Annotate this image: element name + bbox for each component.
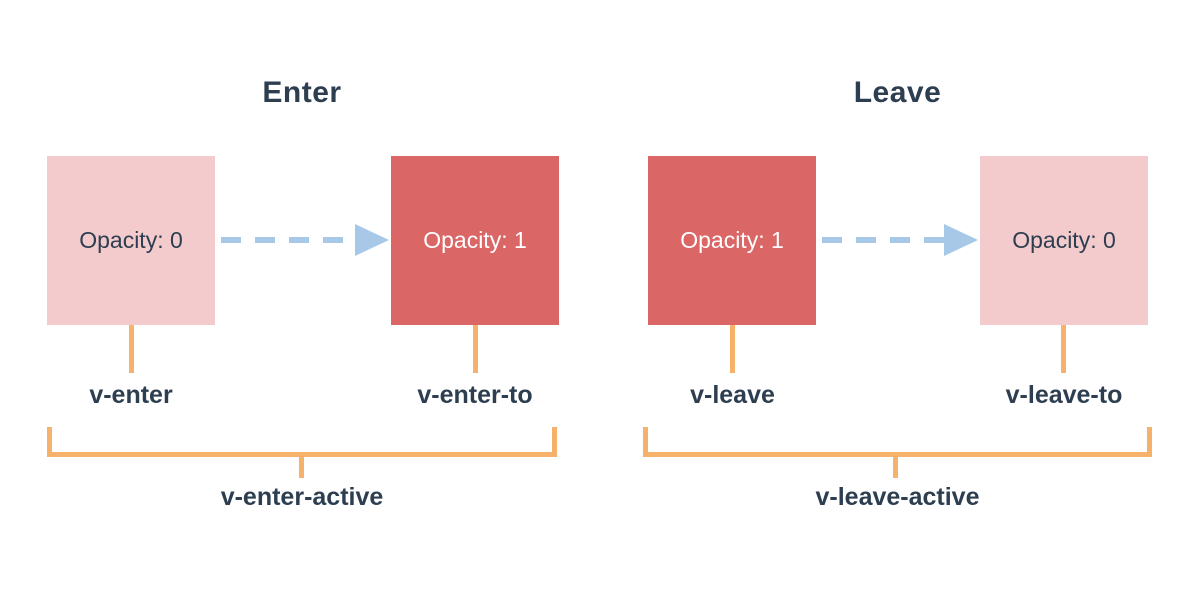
- enter-bracket-left-tick: [47, 427, 52, 457]
- enter-bracket-right-tick: [552, 427, 557, 457]
- enter-panel-title: Enter: [262, 76, 342, 109]
- enter-start-box: Opacity: 0: [47, 156, 215, 325]
- enter-start-box-label: Opacity: 0: [79, 227, 183, 253]
- enter-from-class-label: v-enter: [89, 381, 173, 409]
- leave-end-stem-line: [1061, 325, 1066, 373]
- enter-active-class-label: v-enter-active: [220, 483, 384, 511]
- leave-start-stem-line: [730, 325, 735, 373]
- leave-start-box-label: Opacity: 1: [680, 227, 784, 253]
- enter-end-stem-line: [473, 325, 478, 373]
- leave-start-box: Opacity: 1: [648, 156, 816, 325]
- leave-bracket-left-tick: [643, 427, 648, 457]
- enter-to-class-label: v-enter-to: [417, 381, 533, 409]
- enter-transition-arrow-icon: [221, 224, 389, 256]
- leave-end-box-label: Opacity: 0: [1012, 227, 1116, 253]
- leave-active-class-label: v-leave-active: [815, 483, 980, 511]
- enter-end-box-label: Opacity: 1: [423, 227, 527, 253]
- enter-start-stem-line: [129, 325, 134, 373]
- leave-from-class-label: v-leave: [690, 381, 775, 409]
- leave-end-box: Opacity: 0: [980, 156, 1148, 325]
- leave-bracket-right-tick: [1147, 427, 1152, 457]
- leave-bracket-center-stem: [893, 452, 898, 478]
- leave-panel-title: Leave: [853, 76, 942, 109]
- leave-transition-arrow-icon: [822, 224, 978, 256]
- enter-end-box: Opacity: 1: [391, 156, 559, 325]
- leave-to-class-label: v-leave-to: [1005, 381, 1123, 409]
- enter-bracket-center-stem: [299, 452, 304, 478]
